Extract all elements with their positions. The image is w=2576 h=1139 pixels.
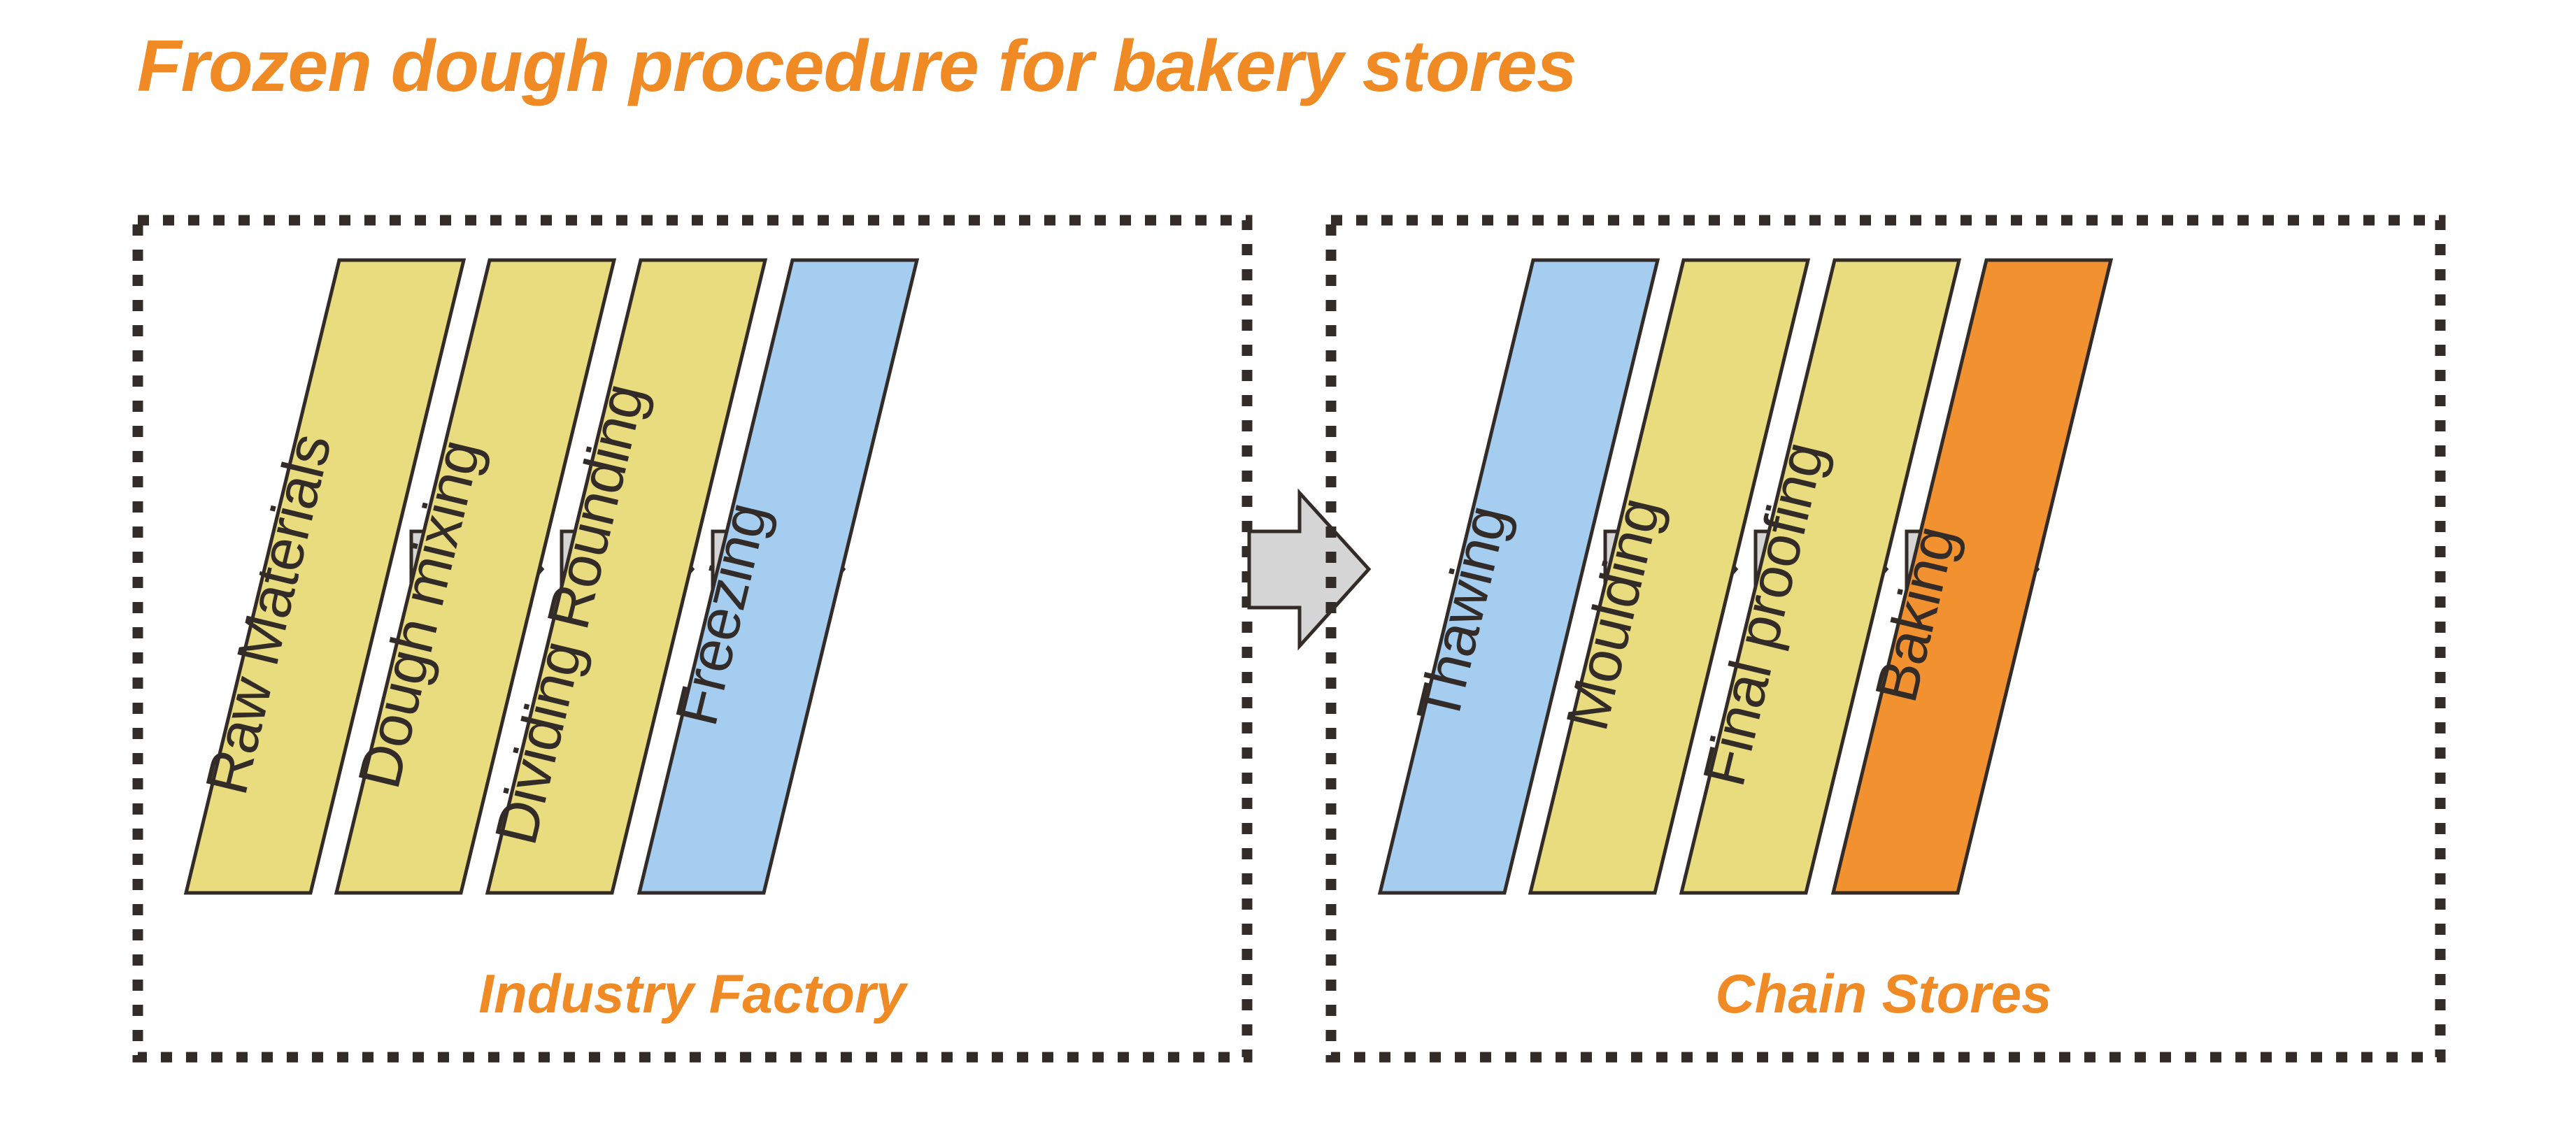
- step-shape-thawing[interactable]: [1377, 258, 1660, 895]
- step-shape-dividing-rounding[interactable]: [485, 258, 768, 895]
- page-title: Frozen dough procedure for bakery stores: [137, 26, 1577, 107]
- step-shape-dough-mixing[interactable]: [334, 258, 617, 895]
- step-shape-final-proofing[interactable]: [1679, 258, 1962, 895]
- group-label-chain-stores: Chain Stores: [1715, 963, 2051, 1024]
- group-connector-arrow: [1247, 488, 1372, 651]
- step-shape-raw-materials[interactable]: [183, 258, 467, 895]
- step-shape-freezing[interactable]: [636, 258, 920, 895]
- step-shape-moulding[interactable]: [1528, 258, 1811, 895]
- step-shape-baking[interactable]: [1830, 258, 2114, 895]
- group-label-industry-factory: Industry Factory: [478, 963, 909, 1024]
- group-box-industry-factory: [132, 215, 1253, 1063]
- group-box-chain-stores: [1325, 215, 2446, 1063]
